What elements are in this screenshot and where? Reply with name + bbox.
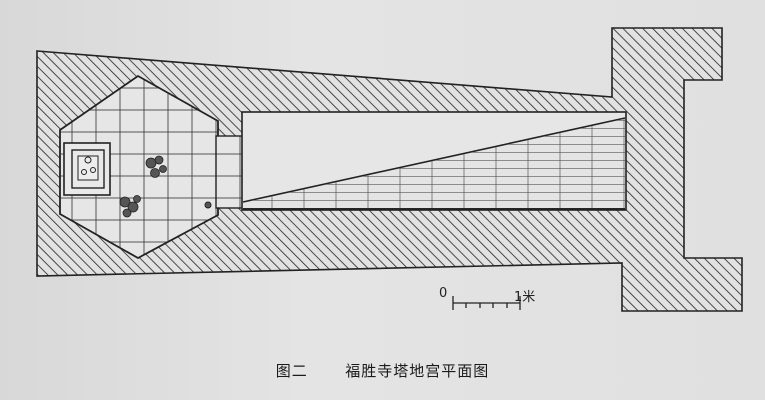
artifact-cluster-upper: [145, 155, 167, 178]
artifact-cluster-lower: [119, 195, 141, 218]
altar-box: [63, 142, 111, 196]
figure-caption: 图二 福胜寺塔地宫平面图: [0, 360, 765, 381]
scale-end-label: 1米: [514, 290, 536, 305]
hexagonal-chamber: [59, 74, 219, 260]
artifact-small: [204, 201, 212, 209]
scale-start-label: 0: [439, 286, 448, 301]
figure-title: 福胜寺塔地宫平面图: [345, 362, 490, 380]
chamber-passage: [215, 135, 245, 209]
ramp-edge: [242, 117, 626, 203]
scale-bar: [452, 296, 521, 310]
figure-number: 图二: [275, 362, 308, 380]
